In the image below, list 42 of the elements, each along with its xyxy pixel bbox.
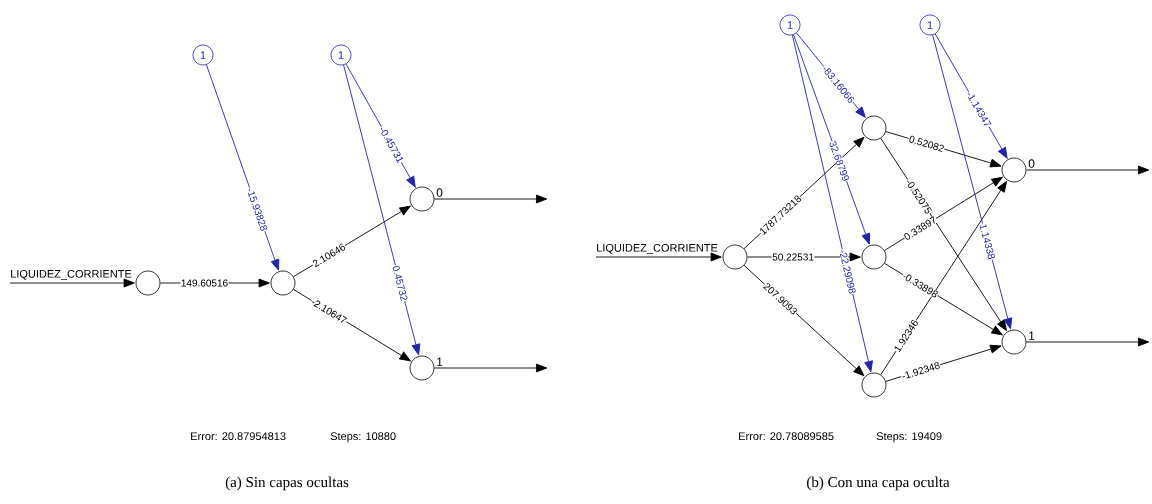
- output-neuron: 1: [409, 355, 443, 381]
- edge-label: 1.14338: [978, 222, 997, 261]
- hidden-neuron: [861, 115, 887, 141]
- node-label: 0: [436, 188, 443, 197]
- bias-node: 1: [192, 44, 214, 66]
- arrow: [433, 194, 548, 204]
- hidden-neuron: [270, 270, 296, 296]
- arrow: [9, 278, 135, 288]
- node-label: LIQUIDEZ_CORRIENTE: [11, 269, 132, 280]
- arrow: [1025, 165, 1150, 175]
- error-steps-text: Error: 20.87954813: [191, 432, 286, 441]
- arrow: [343, 64, 421, 356]
- node-label: 1: [1029, 331, 1035, 340]
- arrow: [932, 34, 1013, 330]
- edge-label: -1.92348: [900, 360, 942, 381]
- node-label: LIQUIDEZ_CORRIENTE: [597, 243, 718, 254]
- node-label: 1: [437, 357, 443, 366]
- arrow: [433, 363, 548, 373]
- subfigure-caption: (b) Con una capa oculta: [807, 476, 950, 491]
- arrow: [595, 252, 722, 262]
- output-neuron: 1: [1001, 329, 1035, 355]
- output-neuron: 0: [409, 186, 443, 212]
- input-neuron: LIQUIDEZ_CORRIENTE: [11, 269, 161, 296]
- subfigure-caption: (a) Sin capas ocultas: [225, 476, 349, 491]
- edge-label: 50.22531: [771, 252, 815, 262]
- bias-node: 1: [330, 44, 352, 66]
- edge-label: 149.60516: [180, 278, 229, 288]
- edge-label: -22.29098: [838, 248, 857, 295]
- hidden-neuron: [861, 372, 887, 398]
- error-steps-text: Error: 20.78089585: [739, 432, 834, 441]
- arrow: [791, 34, 873, 373]
- bias-node: 1: [919, 14, 941, 36]
- error-steps-text: Steps: 19409: [876, 432, 942, 443]
- output-neuron: 0: [1001, 157, 1035, 183]
- hidden-neuron: [861, 244, 887, 270]
- error-steps-text: Steps: 10880: [330, 432, 396, 443]
- node-label: 0: [1028, 159, 1035, 168]
- arrow: [1025, 337, 1150, 347]
- bias-node: 1: [779, 14, 801, 36]
- edge-label: 0.52082: [907, 134, 946, 153]
- input-neuron: LIQUIDEZ_CORRIENTE: [597, 243, 748, 270]
- edge-label: 0.45732: [391, 264, 409, 303]
